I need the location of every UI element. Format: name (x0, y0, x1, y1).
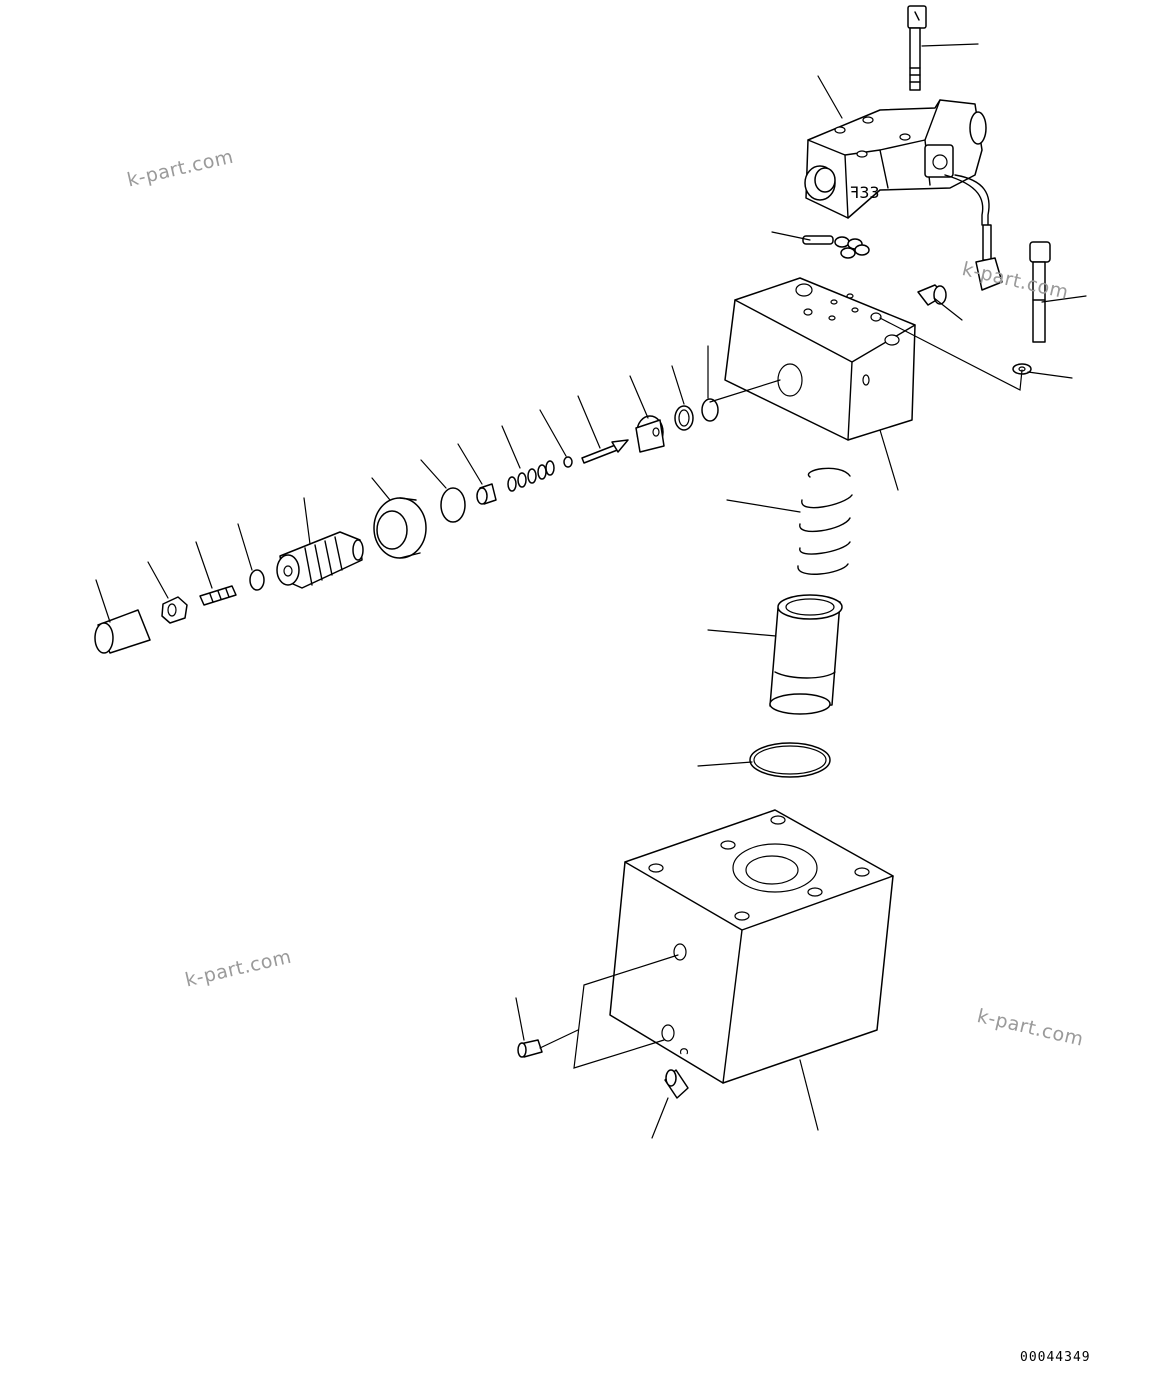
hex-nut (161, 596, 188, 624)
valve-block-lower: ɔ (609, 809, 894, 1084)
lower-block-marking: ɔ (676, 1047, 692, 1055)
solenoid-valve: ꟻ33 (804, 99, 1003, 291)
grease-fitting-upper (917, 284, 947, 306)
collar (373, 497, 427, 559)
disc (440, 487, 466, 523)
spring (507, 460, 555, 492)
cap-nut (94, 609, 151, 654)
valve-block-middle (724, 277, 916, 441)
large-o-ring (749, 742, 831, 778)
sleeve (769, 594, 843, 715)
main-spring (797, 467, 853, 575)
pin (581, 439, 629, 464)
set-screw (199, 585, 237, 606)
spool (276, 531, 364, 589)
plug-lower-left (517, 1039, 543, 1058)
solenoid-marking: ꟻ33 (850, 183, 880, 202)
drawing-number: 00044349 (1020, 1350, 1091, 1365)
o-ring-set (802, 235, 870, 259)
bolt-top (907, 5, 927, 91)
plunger (476, 483, 497, 505)
grease-fitting-lower (664, 1069, 689, 1099)
leader-lines (95, 43, 1087, 1139)
valve-seat (635, 415, 665, 453)
small-nut (563, 456, 573, 468)
o-ring (701, 398, 719, 422)
o-ring-small (249, 569, 265, 591)
